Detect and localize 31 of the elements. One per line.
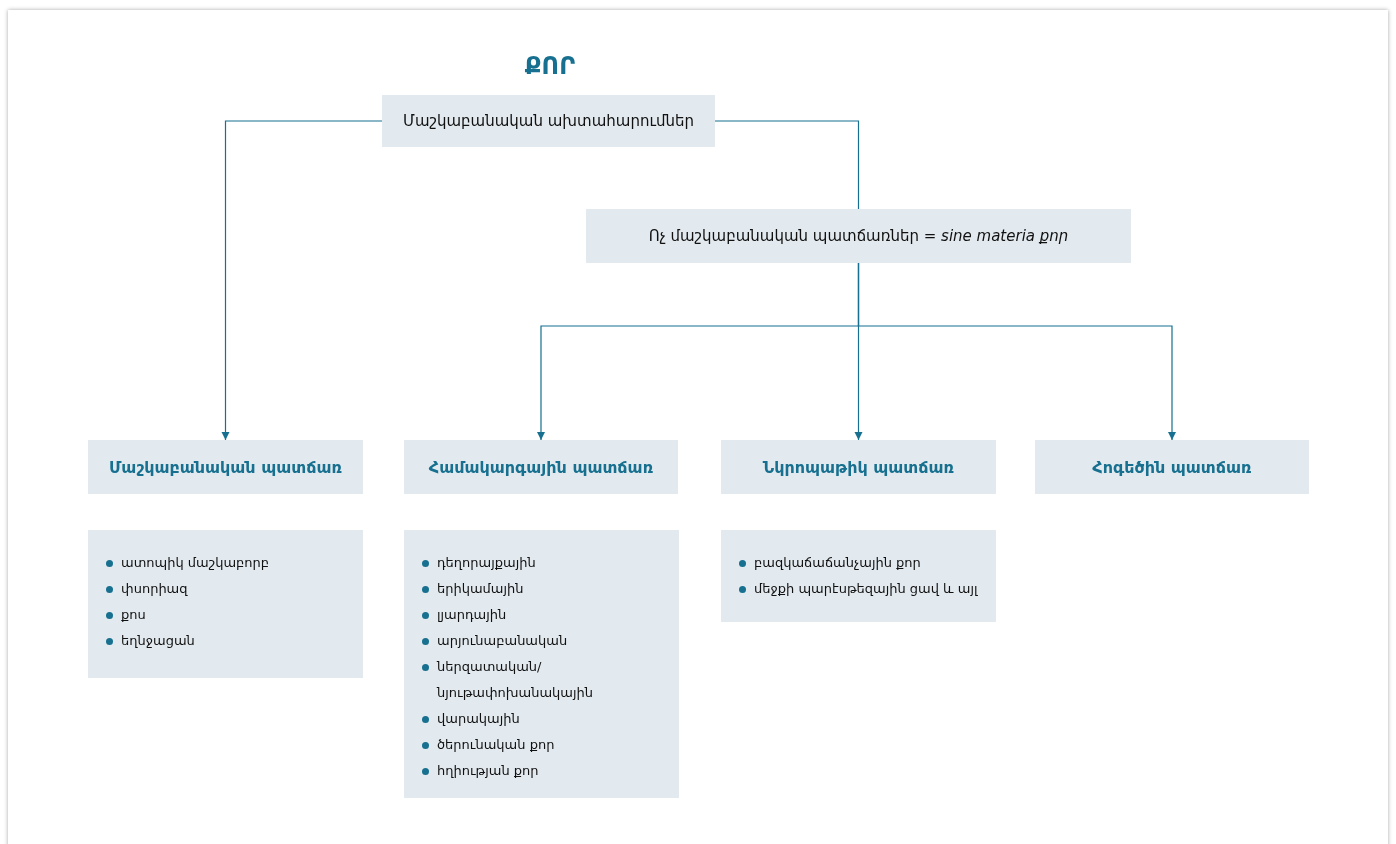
connector-arrow (857, 262, 1176, 441)
box-label: Մաշկաբանական ախտահարումներ (403, 112, 694, 130)
category-label: Մաշկաբանական պատճառ (108, 457, 343, 477)
process-box (586, 209, 1131, 263)
list-item: արյունաբանական (437, 632, 568, 650)
diagram-title: ՔՈՐ (523, 52, 577, 80)
list-item: փսորիազ (121, 580, 188, 598)
list-item: հղիության քոր (437, 762, 539, 780)
category-box (404, 440, 678, 494)
list-panel (88, 530, 363, 678)
list-item: երիկամային (437, 580, 524, 598)
category-label: Համակարգային պատճառ (428, 457, 654, 477)
list-item: մեջքի պարէսթեզային ցավ և այլ (754, 580, 978, 598)
process-box (382, 95, 715, 147)
list-item: ծերունական քոր (437, 736, 555, 754)
list-panel (404, 530, 679, 798)
category-label: Հոգեծին պատճառ (1092, 457, 1252, 477)
list-panel (721, 530, 996, 622)
category-box (88, 440, 363, 494)
list-item: ատոպիկ մաշկաբորբ (121, 554, 270, 572)
category-box (721, 440, 996, 494)
box-label: Ոչ մաշկաբանական պատճառներ = sine materia քոր (648, 227, 1069, 245)
list-item: բազկաճաճանչային քոր (754, 554, 921, 572)
list-item: լյարդային (437, 606, 507, 624)
list-item: վարակային (437, 710, 520, 728)
connector-arrow (221, 120, 383, 441)
category-label: Նկրոպաթիկ պատճառ (762, 457, 955, 477)
category-box (1035, 440, 1309, 494)
list-item: դեղորայքային (437, 554, 536, 572)
list-item: քոս (121, 606, 146, 624)
list-item: եղնջացան (121, 632, 195, 650)
